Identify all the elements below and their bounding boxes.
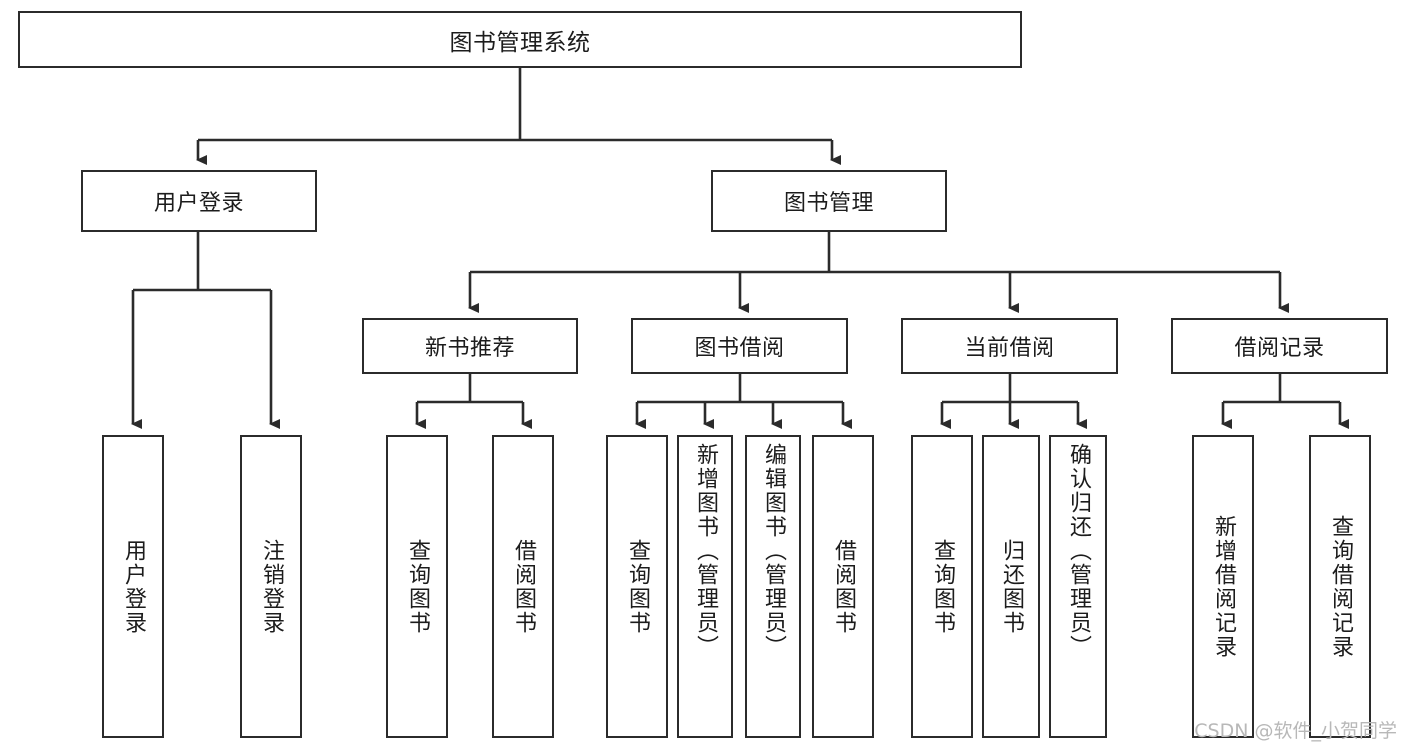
leaf-query-book-recommend[interactable]: 查询图书 <box>386 435 448 738</box>
leaf-borrow-book-recommend[interactable]: 借阅图书 <box>492 435 554 738</box>
leaf-add-borrow-record[interactable]: 新增借阅记录 <box>1192 435 1254 738</box>
node-root-system[interactable]: 图书管理系统 <box>18 11 1022 68</box>
node-label: 新增借阅记录 <box>1210 514 1236 659</box>
leaf-borrow-book[interactable]: 借阅图书 <box>812 435 874 738</box>
node-label: 用户登录 <box>120 538 146 635</box>
node-label: 借阅图书 <box>830 538 856 635</box>
node-user-login[interactable]: 用户登录 <box>81 170 317 232</box>
node-label: 编辑图书（管理员） <box>760 443 786 659</box>
node-label: 用户登录 <box>153 191 244 216</box>
node-label: 查询图书 <box>404 538 430 635</box>
node-label: 借阅图书 <box>510 538 536 635</box>
node-label: 查询借阅记录 <box>1327 514 1353 659</box>
node-label: 注销登录 <box>258 538 284 635</box>
node-book-borrow[interactable]: 图书借阅 <box>631 318 848 374</box>
node-borrow-record[interactable]: 借阅记录 <box>1171 318 1388 374</box>
leaf-edit-book-admin[interactable]: 编辑图书（管理员） <box>745 435 801 738</box>
node-new-book-recommend[interactable]: 新书推荐 <box>362 318 578 374</box>
node-label: 归还图书 <box>998 538 1024 635</box>
leaf-user-login[interactable]: 用户登录 <box>102 435 164 738</box>
node-label: 新书推荐 <box>424 336 515 361</box>
leaf-query-borrow-record[interactable]: 查询借阅记录 <box>1309 435 1371 738</box>
csdn-watermark: CSDN @软件_小贺同学 <box>1194 720 1397 742</box>
node-label: 查询图书 <box>929 538 955 635</box>
node-label: 图书管理 <box>783 191 874 216</box>
node-book-management[interactable]: 图书管理 <box>711 170 947 232</box>
node-label: 新增图书（管理员） <box>692 443 718 659</box>
leaf-confirm-return-admin[interactable]: 确认归还（管理员） <box>1049 435 1107 738</box>
node-label: 图书管理系统 <box>449 29 591 56</box>
leaf-return-book[interactable]: 归还图书 <box>982 435 1040 738</box>
leaf-query-book-borrow[interactable]: 查询图书 <box>606 435 668 738</box>
leaf-add-book-admin[interactable]: 新增图书（管理员） <box>677 435 733 738</box>
node-label: 借阅记录 <box>1234 336 1325 361</box>
node-current-borrow[interactable]: 当前借阅 <box>901 318 1118 374</box>
leaf-logout[interactable]: 注销登录 <box>240 435 302 738</box>
leaf-query-book-current[interactable]: 查询图书 <box>911 435 973 738</box>
node-label: 当前借阅 <box>964 336 1055 361</box>
node-label: 查询图书 <box>624 538 650 635</box>
node-label: 确认归还（管理员） <box>1065 443 1091 659</box>
node-label: 图书借阅 <box>694 336 785 361</box>
